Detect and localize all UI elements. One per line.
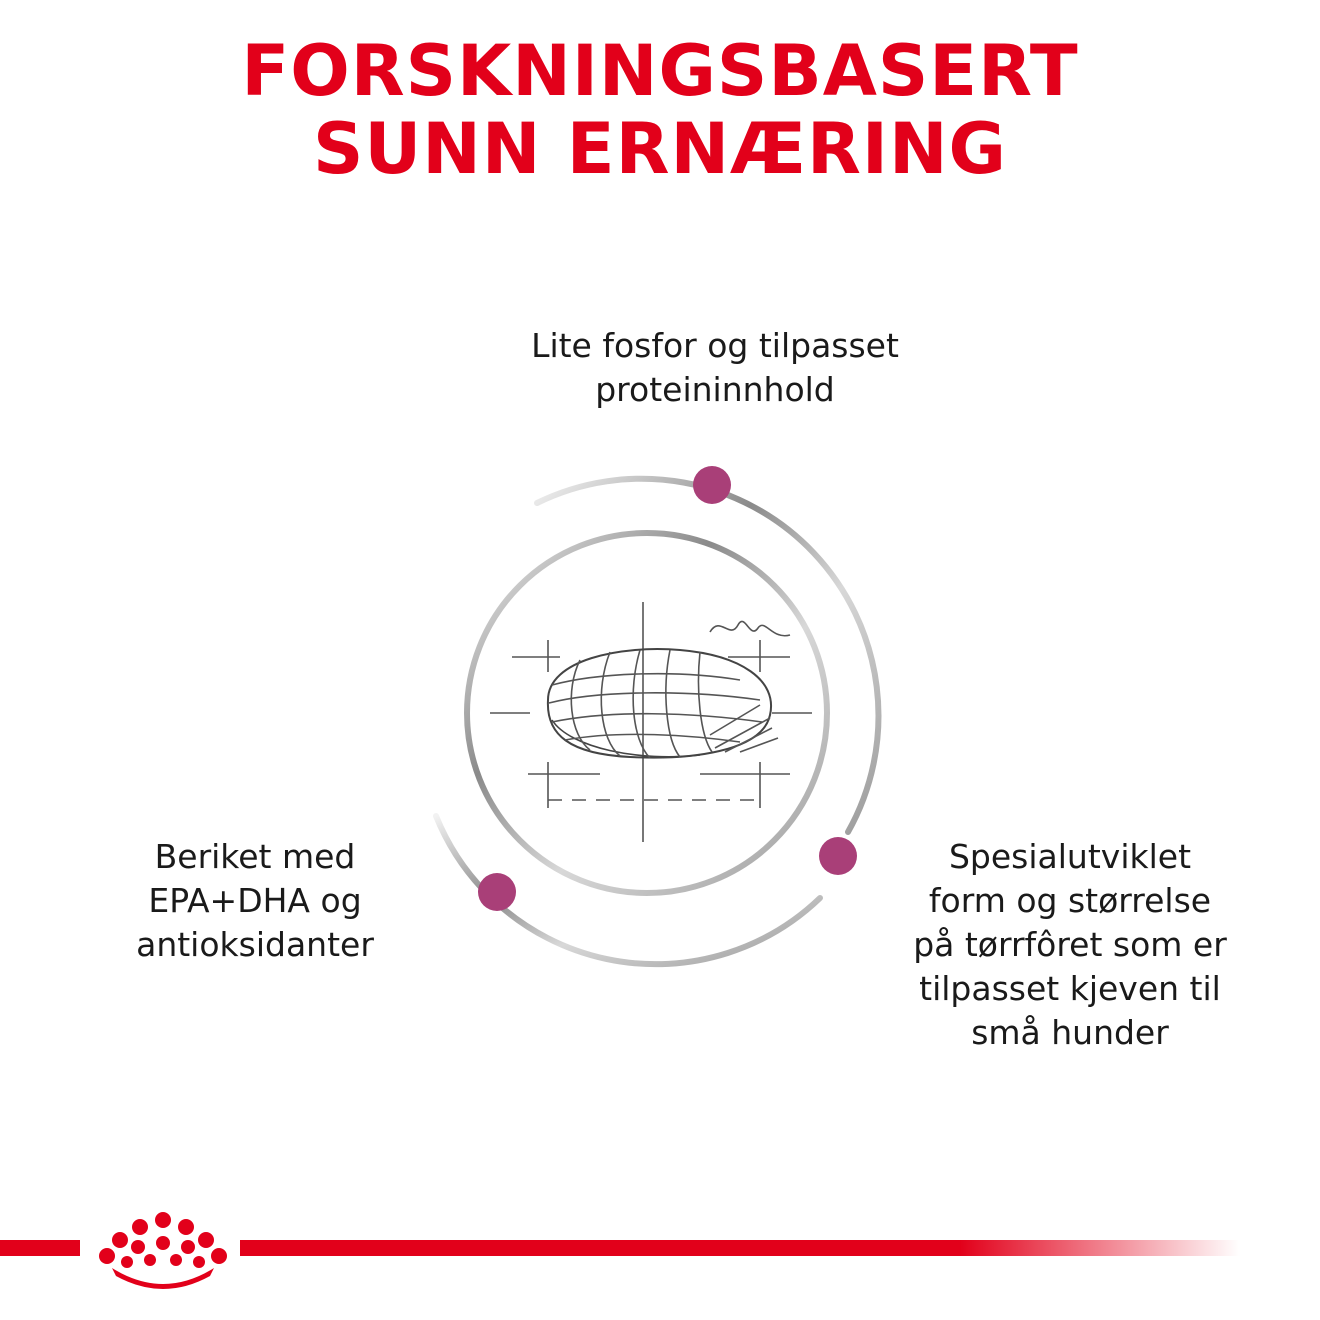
page-title: FORSKNINGSBASERT SUNN ERNÆRING [0,32,1320,188]
brand-band-left [0,1240,80,1256]
benefit-label-top: Lite fosfor og tilpasset proteininnhold [531,326,899,409]
brand-band-right [240,1240,1240,1256]
benefit-dot-top [693,466,731,504]
royal-canin-crown-logo [99,1212,227,1289]
outer-arc-top [534,475,882,835]
title-line-1: FORSKNINGSBASERT [241,30,1079,112]
benefit-label-right: Spesialutviklet form og størrelse på tør… [913,837,1227,1052]
benefit-label-left: Beriket med EPA+DHA og antioksidanter [136,837,374,964]
kibble-sketch-icon [490,602,812,842]
outer-arc-bottom [433,813,823,968]
title-line-2: SUNN ERNÆRING [312,108,1008,190]
benefit-dot-left [478,873,516,911]
inner-ring [464,530,830,896]
benefit-dot-right [819,837,857,875]
